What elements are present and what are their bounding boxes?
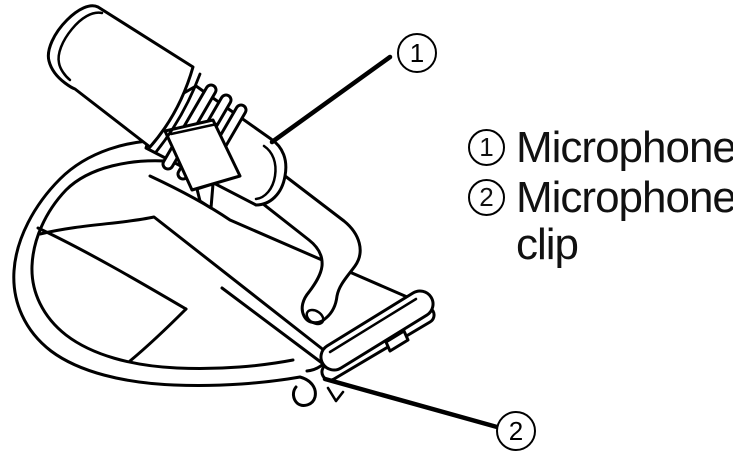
callout-2-number: 2 <box>508 415 524 446</box>
legend-number-1: 1 <box>468 129 505 166</box>
callout-1-number: 1 <box>409 37 425 68</box>
windscreen-rim <box>57 11 104 82</box>
windscreen <box>46 4 195 149</box>
clamp-step-tab <box>384 329 410 353</box>
holder-band-inner-line <box>169 122 219 136</box>
leader-line-2 <box>322 376 500 430</box>
clip-strap-bottom-edge-2 <box>220 286 332 371</box>
clip-loop-outer <box>12 139 317 407</box>
legend-item-microphone: 1 Microphone <box>468 124 733 171</box>
clip-strap-bottom-edge <box>38 215 332 373</box>
shoulder-ring <box>154 72 202 154</box>
leader-line-1 <box>269 54 393 145</box>
callout-1-bubble: 1 <box>397 33 437 73</box>
callout-2-bubble: 2 <box>496 411 536 451</box>
legend-label-microphone: Microphone <box>516 123 733 172</box>
cable-tip <box>305 308 325 326</box>
mic-endcap-rim <box>254 144 277 201</box>
clip-drawing <box>12 139 436 407</box>
microphone-drawing <box>46 4 362 326</box>
clamp-bar-inner-line <box>328 297 418 354</box>
jaw-tip-mark <box>326 386 345 403</box>
holder-band-tab <box>195 182 215 210</box>
legend-number-2: 2 <box>468 179 505 216</box>
holder-band <box>163 118 242 192</box>
clip-strap-top-edge <box>148 174 423 305</box>
clamp-bar <box>319 289 435 372</box>
clip-window-lower-edge <box>128 307 188 363</box>
clip-window-upper-edge <box>36 226 188 311</box>
clip-loop-inner <box>30 159 295 371</box>
